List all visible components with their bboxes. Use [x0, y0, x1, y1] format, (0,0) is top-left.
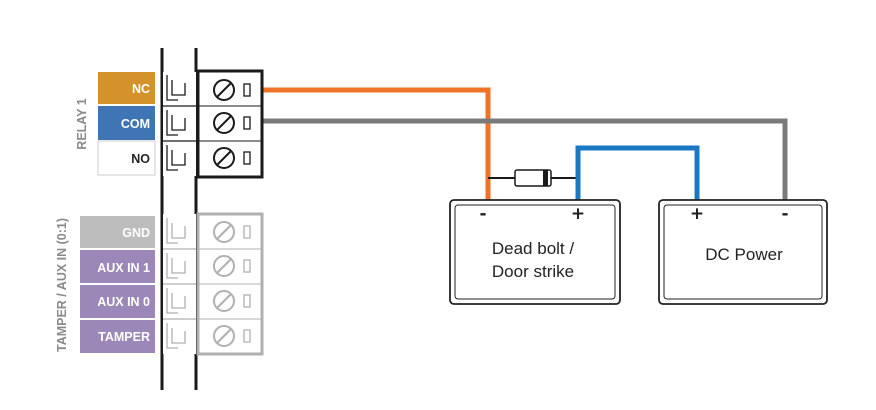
terminal-aux-in-1-bg	[80, 250, 155, 283]
dc-power-device: + - DC Power	[658, 199, 828, 305]
screw-icon	[213, 147, 235, 169]
screw-icon	[213, 112, 235, 134]
aux-terminal-block: GND AUX IN 1 AUX IN 0 TAMPER	[80, 216, 155, 353]
screw-icon	[213, 79, 235, 101]
relay-group-label: RELAY 1	[75, 98, 89, 149]
terminal-aux-in-0-bg	[80, 285, 155, 318]
screw-icon	[213, 255, 235, 277]
terminal-aux-in-0-label: AUX IN 0	[97, 295, 150, 309]
positive-wire-blue	[575, 145, 700, 200]
aux-connector	[163, 212, 264, 356]
power-plus-label: +	[690, 204, 704, 224]
diode-icon	[514, 169, 552, 187]
lock-label-line2: Door strike	[492, 262, 574, 281]
lock-plus-label: +	[571, 204, 585, 224]
lock-device: - + Dead bolt / Door strike	[449, 199, 621, 305]
relay-terminal-block: NC COM NO	[97, 72, 156, 176]
terminal-gnd-bg	[80, 216, 155, 248]
com-wire	[262, 118, 788, 200]
lock-minus-label: -	[479, 204, 486, 224]
aux-group-label: TAMPER / AUX IN (0:1)	[55, 218, 69, 352]
terminal-com-bg	[98, 106, 155, 140]
terminal-no-bg	[97, 140, 156, 176]
power-label: DC Power	[705, 245, 783, 264]
terminal-com-label: COM	[121, 117, 150, 131]
nc-wire	[262, 87, 491, 200]
terminal-gnd-label: GND	[122, 226, 150, 240]
screw-icon	[213, 290, 235, 312]
screw-icon	[213, 221, 235, 243]
terminal-tamper-label: TAMPER	[98, 330, 150, 344]
terminal-nc-label: NC	[132, 82, 150, 96]
lock-label-line1: Dead bolt /	[492, 239, 574, 258]
terminal-nc-bg	[98, 72, 155, 104]
screw-icon	[213, 325, 235, 347]
relay-connector	[163, 69, 264, 179]
terminal-tamper-bg	[80, 320, 155, 353]
terminal-no-label: NO	[131, 152, 150, 166]
power-minus-label: -	[781, 204, 788, 224]
terminal-aux-in-1-label: AUX IN 1	[97, 261, 150, 275]
